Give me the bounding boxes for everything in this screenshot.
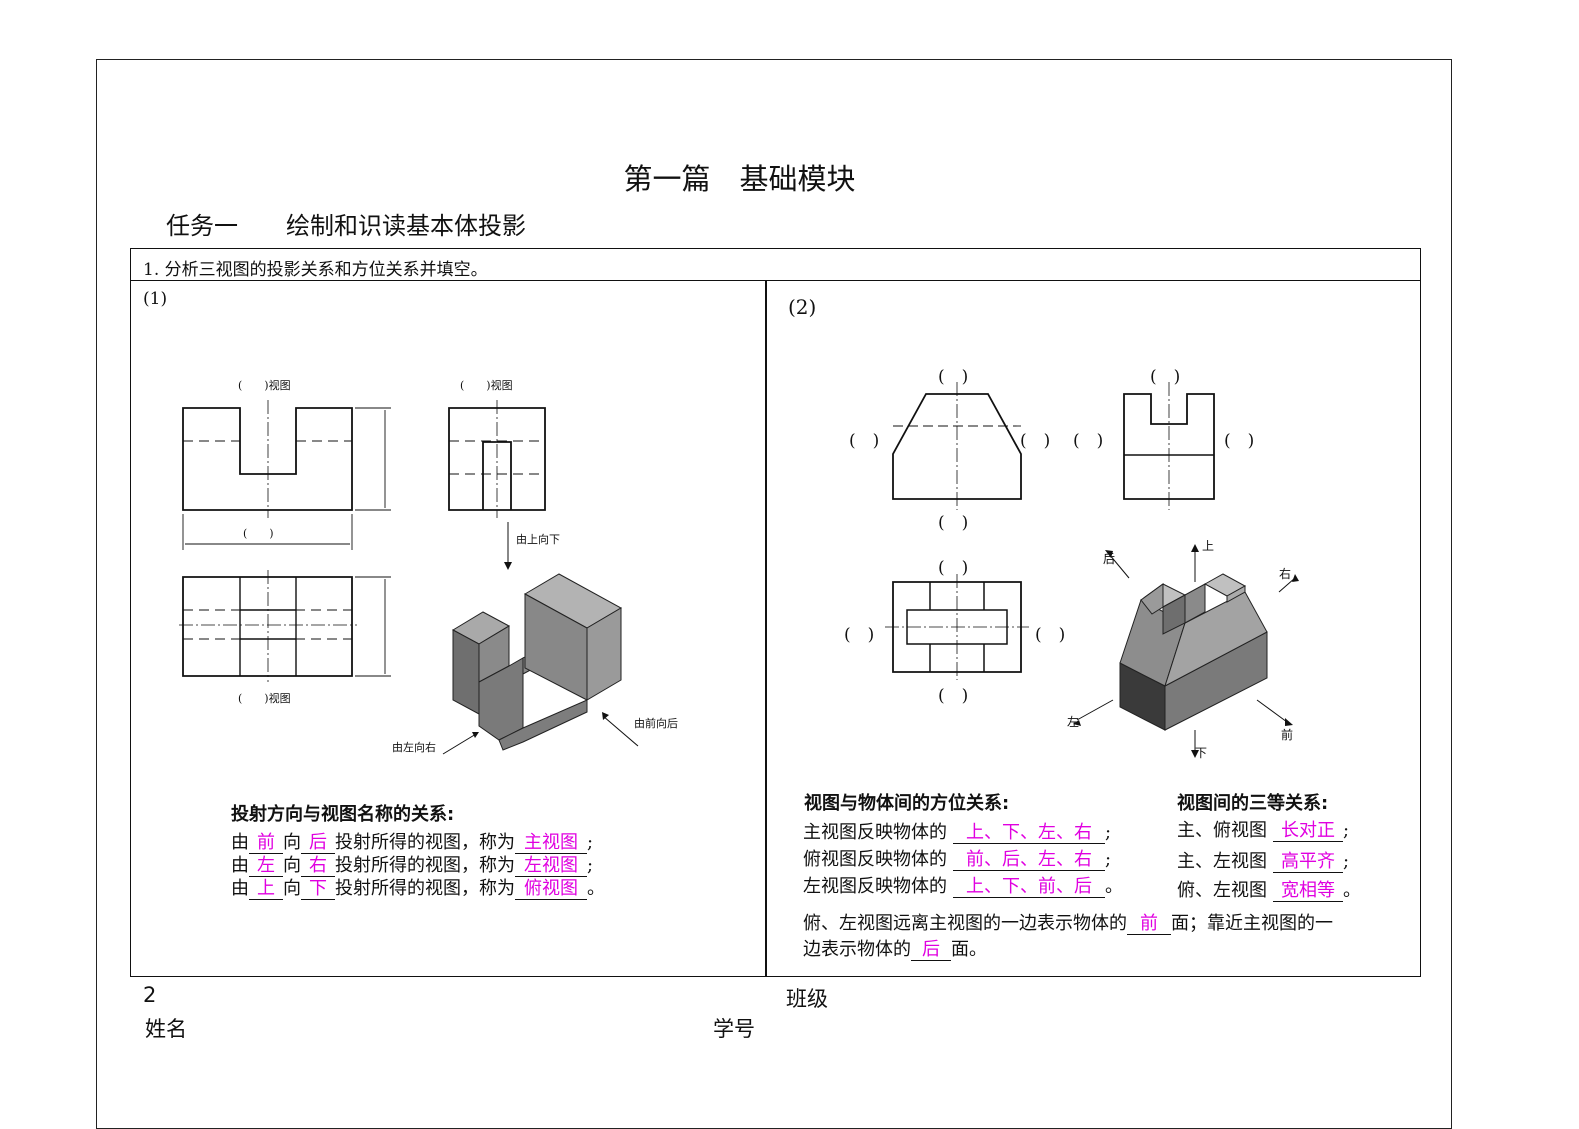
dir-front-label: 前 (1281, 728, 1294, 742)
blank-from-2: 左 (249, 856, 283, 877)
length-dim-bracket: ( ) (243, 527, 274, 540)
orientation-row-1: 主视图反映物体的上、下、左、右; (803, 822, 1112, 844)
orientation-row-2: 俯视图反映物体的前、后、左、右; (803, 849, 1112, 871)
blank-from-3: 上 (249, 879, 283, 900)
top-view-hidden-lines (183, 609, 352, 640)
projection-row-3: 由上向下投射所得的视图，称为俯视图。 (231, 878, 605, 900)
front-view-label: ( )视图 (238, 379, 291, 392)
blank-orient-3: 上、下、前、后 (953, 877, 1105, 898)
r-front-view-outline (892, 393, 1022, 500)
dir-left-label: 左 (1067, 715, 1080, 729)
dir-up-label: 上 (1202, 539, 1215, 553)
blank-to-2: 右 (301, 856, 335, 877)
name-label: 姓名 (145, 1017, 187, 1041)
dir-top-down-label: 由上向下 (516, 533, 560, 546)
r-bracket-side-right: ( ) (1224, 431, 1255, 451)
blank-far-side: 前 (1127, 914, 1171, 935)
dir-left-right-label: 由左向右 (392, 741, 436, 754)
side-view-slot (482, 441, 512, 510)
equality-row-3: 俯、左视图宽相等。 (1177, 880, 1361, 902)
blank-equal-1: 长对正 (1273, 821, 1343, 842)
blank-orient-1: 上、下、左、右 (953, 823, 1105, 844)
task-title: 任务一 绘制和识读基本体投影 (166, 212, 526, 240)
blank-view-2: 左视图 (515, 856, 587, 877)
orientation-section-title: 视图与物体间的方位关系: (804, 793, 1010, 814)
exercise-box (130, 248, 1421, 977)
r-top-view-outline (892, 581, 1022, 673)
right-panel-number: (2) (788, 295, 817, 319)
top-view-label: ( )视图 (238, 692, 291, 705)
front-view-dimensions (182, 407, 391, 550)
question-text: 1. 分析三视图的投影关系和方位关系并填空。 (143, 260, 488, 280)
isometric-trapezoid-block (1119, 573, 1268, 731)
projection-row-1: 由前向后投射所得的视图，称为主视图; (231, 832, 594, 854)
far-near-line-2: 边表示物体的后面。 (803, 939, 987, 961)
blank-to-3: 下 (301, 879, 335, 900)
side-view-outline (448, 407, 546, 511)
left-panel-number: (1) (143, 289, 168, 309)
blank-to-1: 后 (301, 833, 335, 854)
dir-right-label: 右 (1279, 567, 1292, 581)
dir-front-back-label: 由前向后 (634, 717, 678, 730)
blank-from-1: 前 (249, 833, 283, 854)
class-label: 班级 (786, 987, 828, 1011)
equality-section-title: 视图间的三等关系: (1177, 793, 1329, 814)
side-view-label: ( )视图 (460, 379, 513, 392)
r-bracket-side-left: ( ) (1073, 431, 1104, 451)
blank-equal-3: 宽相等 (1273, 881, 1343, 902)
dir-down-label: 下 (1195, 746, 1208, 760)
dir-back-label: 后 (1103, 552, 1116, 566)
top-view-outline (182, 576, 353, 677)
r-bracket-front-left: ( ) (849, 431, 880, 451)
far-near-line-1: 俯、左视图远离主视图的一边表示物体的前面；靠近主视图的一 (803, 913, 1333, 935)
r-bracket-side-top: ( ) (1150, 367, 1181, 387)
isometric-slot-block (451, 573, 623, 751)
panel-divider (765, 281, 767, 976)
student-id-label: 学号 (713, 1017, 755, 1041)
r-side-view-outline (1123, 393, 1215, 500)
r-bracket-front-top: ( ) (938, 367, 969, 387)
equality-row-2: 主、左视图高平齐; (1177, 851, 1350, 873)
blank-orient-2: 前、后、左、右 (953, 850, 1105, 871)
right-drawings (885, 382, 1299, 758)
part-title: 第一篇 基础模块 (623, 162, 856, 196)
blank-equal-2: 高平齐 (1273, 852, 1343, 873)
blank-near-side: 后 (911, 940, 951, 961)
projection-section-title: 投射方向与视图名称的关系: (231, 804, 455, 825)
arrow-left-right (442, 733, 477, 755)
projection-row-2: 由左向右投射所得的视图，称为左视图; (231, 855, 594, 877)
arrow-front-back (602, 715, 639, 747)
blank-view-3: 俯视图 (515, 879, 587, 900)
blank-view-1: 主视图 (515, 833, 587, 854)
front-view-outline (182, 407, 353, 511)
r-bracket-front-bottom: ( ) (938, 513, 969, 533)
left-drawings (179, 400, 639, 755)
r-bracket-front-right: ( ) (1020, 431, 1051, 451)
equality-row-1: 主、俯视图长对正; (1177, 820, 1350, 842)
r-bracket-top-left: ( ) (844, 625, 875, 645)
r-bracket-top-top: ( ) (938, 558, 969, 578)
r-bracket-top-right: ( ) (1035, 625, 1066, 645)
page-number: 2 (143, 983, 157, 1007)
r-bracket-top-bottom: ( ) (938, 686, 969, 706)
orientation-row-3: 左视图反映物体的上、下、前、后。 (803, 876, 1123, 898)
question-row (131, 249, 1420, 281)
